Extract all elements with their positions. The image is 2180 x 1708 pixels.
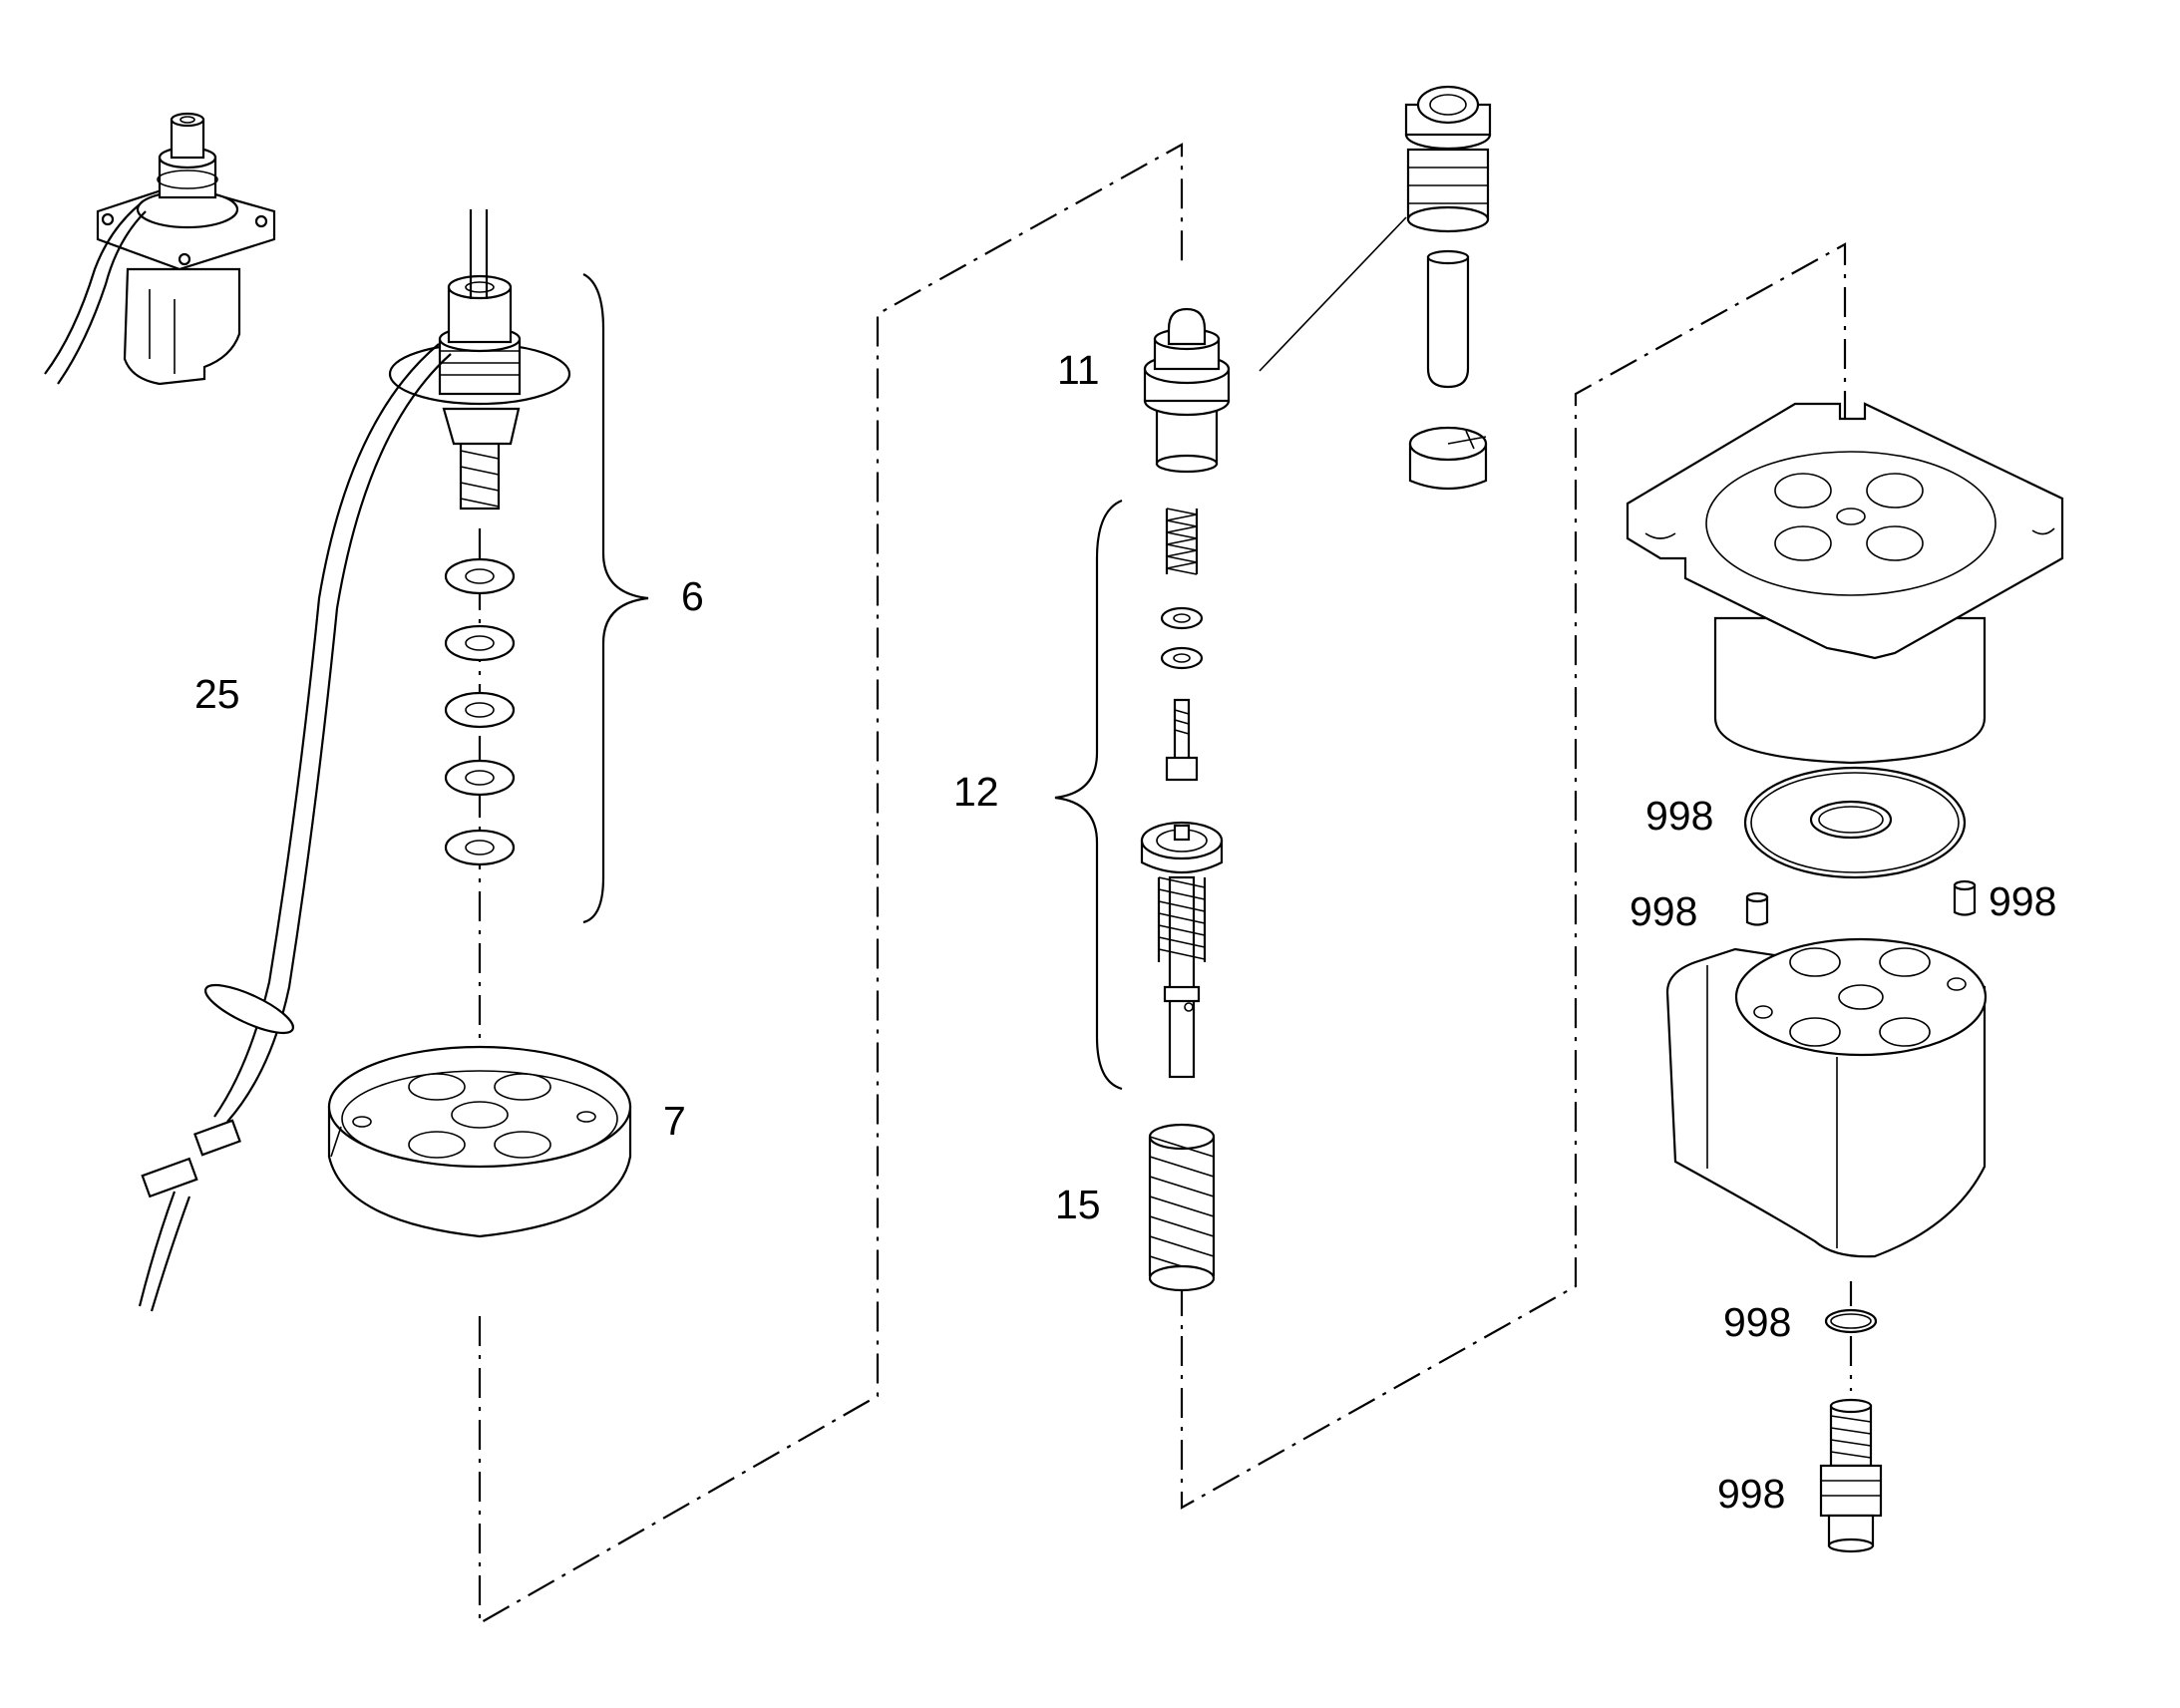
label-part-11: 11: [1057, 347, 1100, 393]
label-part-998-gasket: 998: [1645, 793, 1713, 839]
assembled-unit-thumbnail: [44, 112, 276, 386]
washer-stack: [444, 557, 516, 866]
valve-stem-assembly-12: [1054, 499, 1224, 1091]
valve-insert-parts: [1404, 85, 1492, 491]
spring-15: [1148, 1123, 1216, 1292]
guide-line-left: [478, 143, 1184, 1625]
label-part-6: 6: [681, 573, 704, 619]
bracket-6: [582, 273, 649, 924]
fitting-stack-6: [388, 209, 649, 924]
label-part-998-oring: 998: [1723, 1299, 1791, 1345]
label-part-25: 25: [194, 671, 240, 717]
flange-housing: [1626, 402, 2064, 765]
part-labels: 6 25 7 11 12 15 998 998 998 998 998: [194, 347, 2056, 1517]
oring-and-nipple: [1819, 1308, 1883, 1553]
label-part-998-pin-right: 998: [1989, 878, 2056, 924]
guide-line-right: [1180, 242, 1847, 1510]
label-part-12: 12: [953, 769, 999, 815]
valve-seat-11: [1143, 216, 1407, 474]
label-part-998-nipple: 998: [1717, 1471, 1785, 1517]
label-part-15: 15: [1055, 1182, 1101, 1227]
pump-base-block: [1665, 937, 1988, 1258]
perforated-plate-7: [327, 1045, 632, 1238]
dowel-pins: [1745, 879, 1977, 926]
gasket: [1743, 766, 1967, 879]
label-part-7: 7: [663, 1098, 686, 1144]
sensor-cable-25: [138, 343, 452, 1312]
bracket-12: [1054, 499, 1123, 1091]
label-part-998-pin-left: 998: [1630, 888, 1697, 934]
